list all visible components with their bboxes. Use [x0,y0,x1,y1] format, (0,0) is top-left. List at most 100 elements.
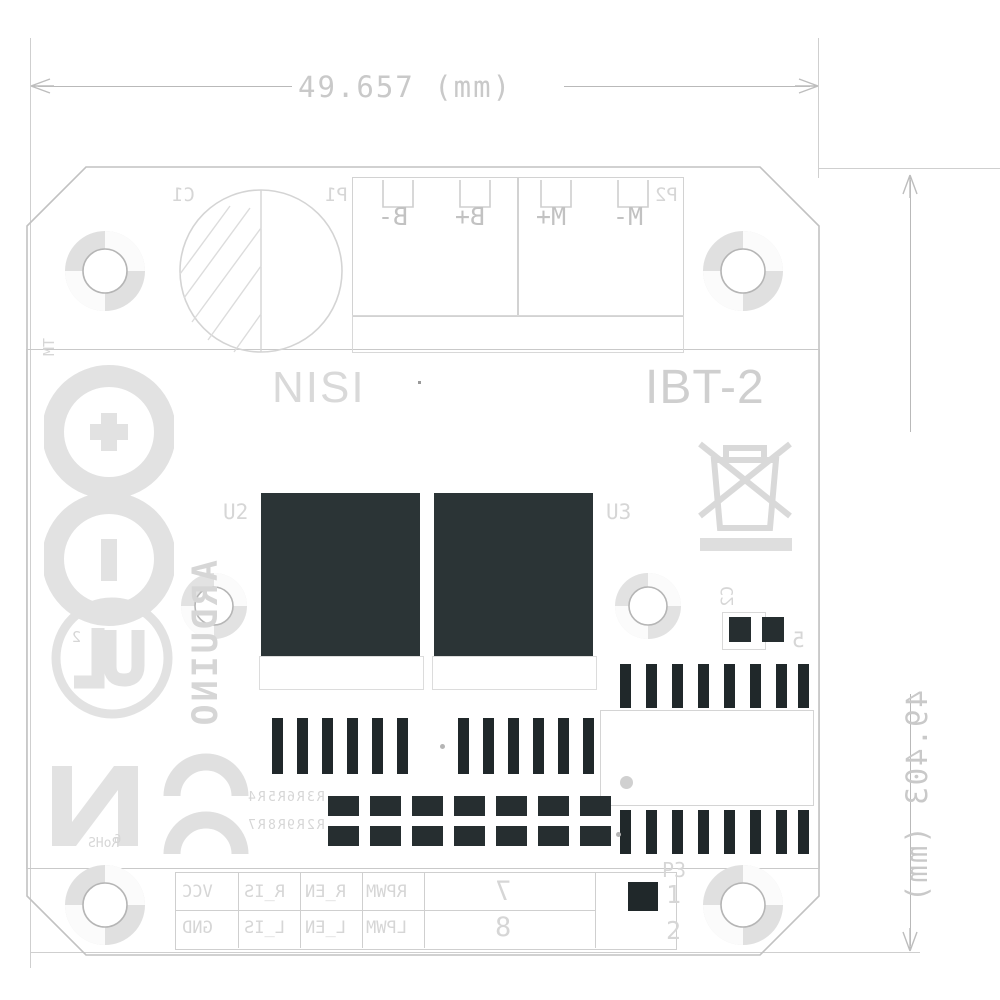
silk-dot-center [440,744,445,749]
table-divider [175,910,595,911]
resistor-pad [454,796,485,816]
terminal-label-b-plus: B+ [455,202,486,231]
pin-index-7: 7 [495,876,512,907]
resistor-pad [496,796,527,816]
pin-label-rpwm: RPWM [366,882,407,902]
vendor-text: ARDUINO [186,560,226,729]
header-pin [776,664,787,708]
resistor-pad [454,826,485,846]
resistor-pad [580,826,611,846]
resistor-pad [580,796,611,816]
header-pin [798,810,809,854]
header-pin [698,810,709,854]
resistor-pad [328,796,359,816]
mounting-hole-top-right [700,228,786,318]
designator-p2: P2 [655,184,678,206]
designator-p1: P1 [325,184,348,206]
pad-bank-left [297,718,308,774]
pin-label-lpwm: LPWM [366,918,407,938]
pin-label-l-en: L_EN [305,918,346,938]
terminal-label-m-minus: M- [613,202,644,231]
pad-bank-right [583,718,594,774]
header-pin [750,664,761,708]
resistor-pad [412,796,443,816]
chip-u3-footprint [432,656,597,690]
ul-mark-subscript: 2 [72,628,82,646]
silk-dot [418,381,421,384]
designator-c1: C1 [172,184,195,206]
resistor-pad [370,796,401,816]
pad-bank-left [272,718,283,774]
header-pin [620,664,631,708]
pad-bank-left [322,718,333,774]
brand-text: NISI [272,363,366,412]
connector-p3-pad [628,882,658,911]
pcb-inner-region [26,349,820,869]
terminal-block-p2 [517,177,684,317]
header-pin [750,810,761,854]
designator-c2: C2 [718,586,738,607]
pad-bank-right [458,718,469,774]
pin-label-table [175,872,677,950]
extension-line-right [818,38,819,178]
pin-label-gnd: GND [182,918,213,938]
ic-block-pin1-dot [620,776,633,789]
pad-bank-left [397,718,408,774]
connector-p3-pin-1: 1 [666,880,682,909]
header-pin [724,810,735,854]
capacitor-c2-pad-a [729,617,751,642]
header-pin [724,664,735,708]
extension-line-top-right [818,168,1000,169]
header-pin [620,810,631,854]
mounting-hole-bottom-right [700,862,786,952]
mark-number-5: 5 [792,628,805,652]
designator-u3: U3 [606,500,632,524]
mounting-hole-top-left [62,228,148,318]
height-dimension-label: 49.403 (mm) [900,690,934,905]
pad-bank-right [558,718,569,774]
capacitor-c2-pad-b [762,617,784,642]
pad-bank-right [483,718,494,774]
pad-bank-left [347,718,358,774]
mounting-hole-bottom-left [62,862,148,952]
designator-u2: U2 [223,500,249,524]
pin-label-l-is: L_IS [244,918,285,938]
header-pin [672,810,683,854]
chip-u3 [434,493,593,656]
weee-bar [700,538,792,551]
header-pin [646,810,657,854]
header-pin [646,664,657,708]
capacitor-c1 [179,189,343,353]
terminal-block-lower-band [352,315,684,353]
resistor-pad [412,826,443,846]
resistor-pad [538,796,569,816]
silk-dot-pad-row [616,832,621,837]
pin-label-r-en: R_EN [305,882,346,902]
ic-block-right [600,710,814,806]
pin-label-vcc: VCC [182,882,213,902]
chip-u2 [261,493,420,656]
terminal-label-b-minus: B- [378,202,409,231]
resistor-designators-top: R4R5R6R3 [246,790,325,805]
terminal-block-p1 [352,177,519,317]
pad-bank-left [372,718,383,774]
header-pin [698,664,709,708]
height-dimension-label-wrap: 49.403 (mm) [900,690,1000,904]
pad-bank-right [533,718,544,774]
terminal-label-m-plus: M+ [536,202,567,231]
pin-label-r-is: R_IS [244,882,285,902]
header-pin [776,810,787,854]
resistor-pad [496,826,527,846]
width-dimension-label: 49.657 (mm) [298,70,513,104]
extension-line-bottom [30,952,920,953]
resistor-pad [538,826,569,846]
table-divider [595,872,596,948]
trademark-mark: TM [40,338,58,357]
connector-p3-pin-2: 2 [666,916,682,945]
model-text: IBT-2 [645,361,765,414]
header-pin [672,664,683,708]
resistor-pad [328,826,359,846]
resistor-pad [370,826,401,846]
pin-index-8: 8 [495,912,512,943]
pad-bank-right [508,718,519,774]
